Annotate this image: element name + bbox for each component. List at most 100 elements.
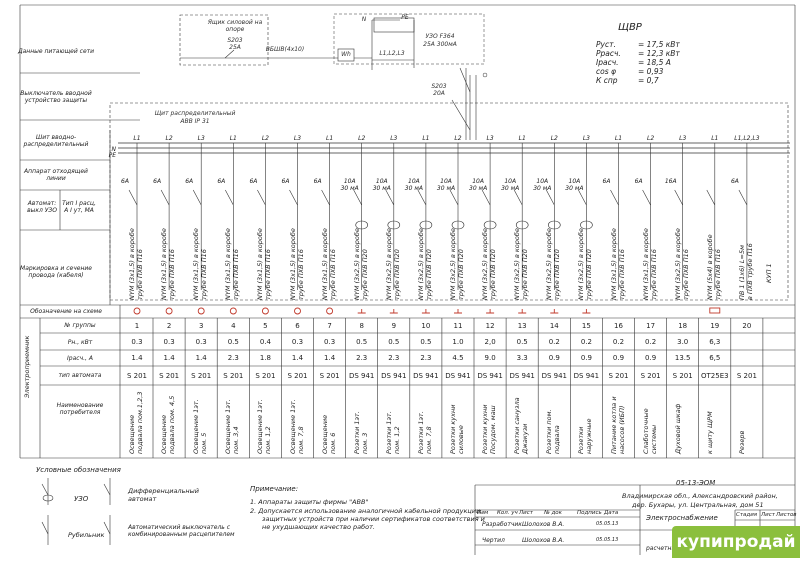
phase-label-16: L1: [615, 135, 622, 142]
group-current-17: 0.9: [645, 354, 657, 362]
group-automat-17: S 201: [640, 372, 661, 380]
group-automat-7: S 201: [319, 372, 340, 380]
rating-6: 6А: [282, 178, 290, 185]
phase-label-20: L1,L2,L3: [734, 135, 759, 142]
cable-17: NYM (3х1,5) в коробе трубе ПХВ П16: [641, 228, 658, 300]
group-automat-20: S 201: [736, 372, 757, 380]
legend-title: Условные обозначения: [36, 466, 121, 474]
group-power-13: 0.5: [516, 338, 528, 346]
breaker-blade-18: [674, 189, 683, 206]
consumer-15: Розетки наружные: [577, 418, 593, 454]
rcd-coil-9: [387, 220, 401, 230]
legend-difautomat: Дифференциальный автомат: [128, 487, 200, 503]
stage-col-3: Листов: [776, 512, 797, 518]
address-line-2: дер. Бухары, ул. Центральная, дом 51: [632, 501, 764, 509]
symbol-light-2: [165, 307, 173, 315]
group-no-9: 9: [391, 322, 397, 330]
param-label-1: Руст.: [596, 40, 616, 49]
stamp-col-4: № док: [544, 510, 562, 516]
consumer-16: Питание котла и насосов (ИБП): [609, 396, 626, 454]
group-no-6: 6: [295, 322, 300, 330]
symbol-light-7: [326, 307, 334, 315]
consumer-18: Духовой шкаф: [673, 403, 682, 454]
group-power-19: 6,3: [709, 338, 721, 346]
rating-17: 6А: [635, 178, 643, 185]
group-no-5: 5: [263, 322, 268, 330]
group-automat-1: S 201: [126, 372, 148, 380]
group-automat-9: DS 941: [381, 372, 407, 380]
phase-label-9: L3: [390, 135, 397, 142]
symbol-socket-11: [454, 309, 462, 314]
rating-10: 30 мА: [405, 185, 423, 192]
consumer-7: Освещение пом. 6: [320, 414, 337, 454]
stamp-col-3: Лист: [519, 510, 533, 516]
rating-11: 30 мА: [437, 185, 455, 192]
stamp-col-2: Кол. уч: [497, 510, 518, 516]
cable-16: NYM (3х1,5) в коробе трубе ПХВ П16: [609, 228, 626, 300]
rating-13: 30 мА: [501, 185, 519, 192]
breaker-blade-13: [513, 189, 523, 206]
s203-top-blade: [224, 49, 235, 59]
legend-aut-blade: [103, 521, 111, 535]
param-value-2: = 12,3 кВт: [638, 49, 680, 58]
group-automat-8: DS 941: [348, 372, 375, 380]
breaker-blade-10: [417, 189, 427, 206]
label-supply: Данные питающей сети: [17, 48, 95, 55]
panel-outline: [109, 102, 789, 301]
phase-label-13: L1: [519, 135, 526, 142]
cable-19: NYM (5х4) в коробе трубе ПХВ П16: [705, 234, 722, 300]
rating-9: 10А: [376, 178, 388, 185]
cable-7: NYM (3х1,5) в коробе трубе ПХВ П16: [320, 228, 337, 300]
group-current-8: 2.3: [356, 354, 368, 362]
consumer-4: Освещение 1эт. пом. 3,4: [224, 399, 240, 454]
symbol-socket-8: [357, 309, 366, 314]
rating-12: 10А: [472, 178, 484, 185]
junction: [482, 72, 488, 78]
group-no-1: 1: [134, 322, 140, 330]
label-outgoing: Аппарат отходящей линии: [24, 168, 88, 182]
group-automat-15: DS 941: [573, 372, 600, 380]
param-value-4: = 0,93: [638, 67, 664, 76]
stamp-col-1: Изм: [477, 510, 489, 516]
cable-10: NYM (3х2,5) в коробе трубе ПХВ П20: [416, 228, 433, 300]
param-label-3: Iрасч.: [596, 58, 619, 67]
symbol-socket-14: [550, 309, 559, 314]
group-no-3: 3: [198, 322, 204, 330]
s203-in-blade: [451, 99, 471, 131]
phase-label-5: L2: [262, 135, 269, 142]
group-automat-12: DS 941: [477, 372, 503, 380]
group-power-1: 0.3: [131, 338, 143, 346]
symbol-light-1: [133, 307, 141, 315]
legend-uzo-blade: [41, 483, 49, 496]
breaker-blade-11: [449, 189, 459, 206]
label-automat: Автомат: выкл УЗО: [27, 200, 57, 214]
notes-title: Примечание:: [250, 485, 299, 493]
group-automat-5: S 201: [255, 372, 276, 380]
rating-10: 10А: [408, 178, 420, 185]
label-automat-type: тип автомата: [58, 372, 102, 379]
label-type: Тип I расц, А I ут, МА: [62, 200, 96, 214]
legend-dif-blade: [103, 483, 111, 496]
breaker-blade-2: [160, 189, 170, 206]
rcd-coil-10: [419, 220, 433, 230]
panel-subtitle: ABB IP 31: [180, 118, 210, 125]
cable-15: NYM (3х2,5) в коробе трубе ПХВ П20: [577, 228, 593, 300]
rating-14: 30 мА: [533, 185, 551, 192]
label-current: Iрасч., А: [67, 355, 93, 362]
rating-13: 10А: [504, 178, 516, 185]
group-current-11: 4.5: [452, 354, 464, 362]
group-no-11: 11: [453, 322, 463, 330]
group-current-15: 0.9: [580, 354, 592, 362]
group-current-19: 6,5: [709, 354, 721, 362]
cable-8: NYM (3х2,5) в коробе трубе ПХВ П20: [352, 228, 369, 300]
developer-date: 05.05.13: [596, 521, 619, 527]
breaker-blade-15: [578, 189, 587, 206]
cable-13: NYM (3х2,5) в коробе трубе ПХВ П20: [513, 228, 529, 300]
s203-top-label: S203: [227, 37, 243, 44]
group-automat-19: OT25E3: [701, 372, 729, 380]
cable-12: NYM (3х2,5) в коробе трубе ПХВ П20: [481, 228, 497, 300]
pe-bus-label: PE: [109, 152, 117, 159]
phase-label-14: L2: [551, 135, 558, 142]
phase-label-19: L1: [711, 135, 718, 142]
